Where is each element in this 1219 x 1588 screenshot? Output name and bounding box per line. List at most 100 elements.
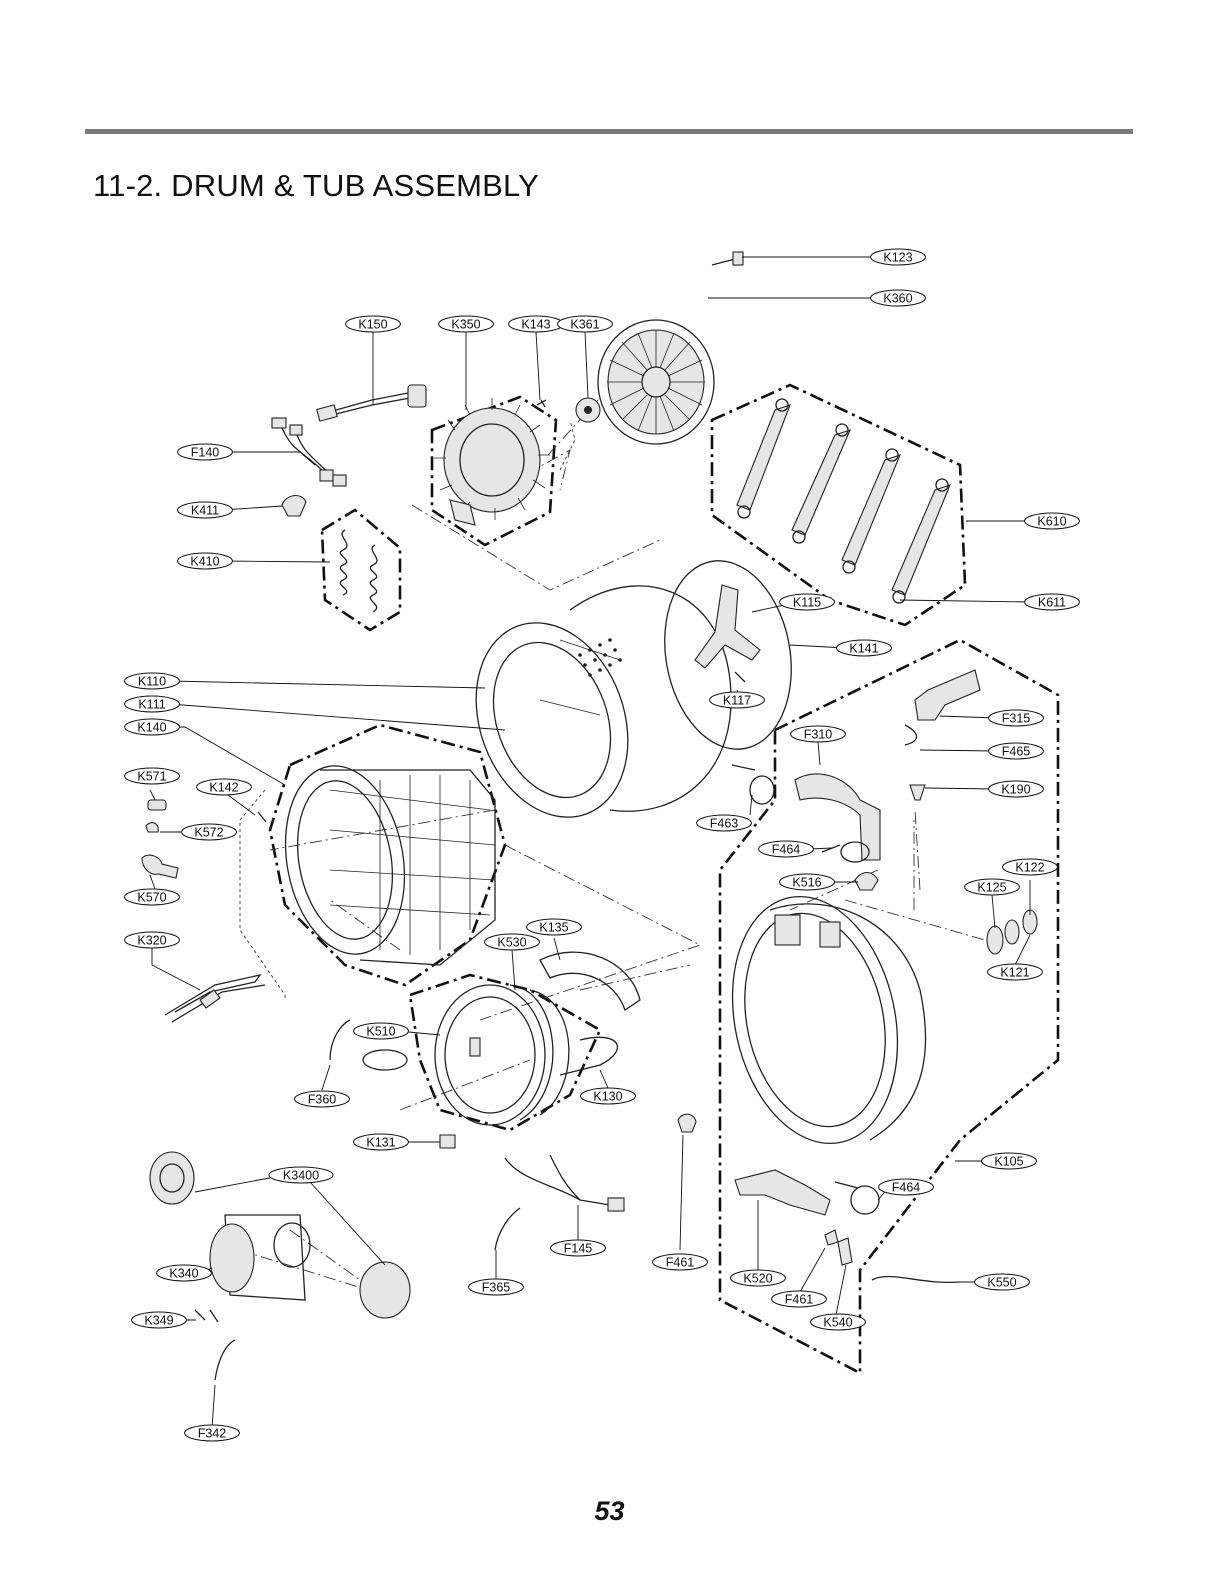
part-label-k340: K340 [156, 1264, 212, 1282]
part-label-f461: F461 [771, 1290, 827, 1308]
part-label-k125: K125 [964, 878, 1020, 896]
part-label-k550: K550 [974, 1273, 1030, 1291]
part-label-text: F464 [892, 1181, 921, 1195]
part-label-f315: F315 [988, 709, 1044, 727]
part-label-k611: K611 [1024, 593, 1080, 611]
part-label-k320: K320 [124, 931, 180, 949]
part-label-text: K131 [366, 1136, 395, 1150]
bolt-drawing [536, 399, 547, 408]
part-label-k140: K140 [124, 718, 180, 736]
drain-pump-drawing [149, 1151, 411, 1323]
part-label-text: K550 [987, 1276, 1016, 1290]
part-label-k540: K540 [810, 1313, 866, 1331]
part-label-text: F360 [308, 1093, 337, 1107]
rear-tub-group-outline [718, 638, 1060, 1376]
part-label-k516: K516 [779, 873, 835, 891]
part-label-k411: K411 [177, 501, 233, 519]
part-label-k131: K131 [353, 1133, 409, 1151]
springs-group-outline [320, 508, 402, 632]
part-label-text: F365 [482, 1281, 511, 1295]
part-label-text: K135 [539, 921, 568, 935]
group-outlines [268, 383, 1060, 1376]
part-label-k3400: K3400 [268, 1166, 334, 1184]
heater-drawing [164, 973, 266, 1023]
part-label-text: K350 [451, 318, 480, 332]
part-label-k141: K141 [836, 639, 892, 657]
rear-tub-drawing [731, 895, 927, 1145]
part-label-k572: K572 [181, 823, 237, 841]
part-label-text: K141 [849, 642, 878, 656]
part-label-k117: K117 [709, 691, 765, 709]
part-label-text: K115 [793, 596, 821, 610]
part-label-text: K121 [1000, 966, 1029, 980]
part-label-k190: K190 [988, 780, 1044, 798]
spider-screw-drawing [734, 671, 746, 683]
header-rule [85, 129, 1133, 134]
part-label-text: K140 [137, 721, 166, 735]
hoses-drawing [731, 669, 981, 891]
clip-drawing [281, 495, 307, 517]
part-label-k142: K142 [196, 778, 252, 796]
part-label-k410: K410 [177, 552, 233, 570]
front-tub-screw-drawing [257, 811, 267, 823]
hub-nut-drawing [575, 397, 601, 423]
gasket-clamp-drawing [559, 1036, 619, 1076]
part-label-k111: K111 [124, 695, 180, 713]
stator-group-outline [430, 395, 558, 547]
suspension-springs-drawing [339, 529, 378, 613]
part-label-f463: F463 [696, 814, 752, 832]
part-label-k130: K130 [580, 1087, 636, 1105]
door-gasket-drawing [362, 951, 641, 1126]
part-label-k571: K571 [124, 767, 180, 785]
part-label-k135: K135 [526, 918, 582, 936]
part-label-text: F464 [772, 843, 801, 857]
part-label-text: F140 [191, 446, 220, 460]
rotor-drawing [597, 319, 715, 445]
part-label-text: K105 [994, 1155, 1023, 1169]
part-label-text: K143 [521, 318, 550, 332]
part-label-text: K340 [169, 1267, 198, 1281]
part-label-k350: K350 [438, 315, 494, 333]
part-label-text: K3400 [283, 1169, 319, 1183]
part-label-text: K611 [1038, 596, 1066, 610]
part-label-text: K130 [593, 1090, 622, 1104]
part-label-k122: K122 [1002, 858, 1058, 876]
spider-and-ring-drawing [664, 560, 792, 750]
part-label-text: F310 [804, 728, 833, 742]
part-label-f140: F140 [177, 443, 233, 461]
part-label-text: K411 [191, 504, 219, 518]
pressure-sensor-drawing [677, 1113, 697, 1133]
part-label-text: K360 [883, 292, 912, 306]
door-lock-screw-drawing [439, 1134, 456, 1149]
wire-harness-drawing [316, 384, 427, 422]
drum-drawing [475, 585, 732, 818]
part-label-text: K570 [137, 891, 166, 905]
front-tub-group-outline [268, 723, 507, 987]
part-label-k570: K570 [124, 888, 180, 906]
part-label-f365: F365 [468, 1278, 524, 1296]
part-label-text: K320 [137, 934, 166, 948]
part-label-text: F461 [666, 1256, 695, 1270]
bearings-drawing [986, 909, 1038, 955]
page-title: 11-2. DRUM & TUB ASSEMBLY [93, 168, 540, 203]
part-label-text: F463 [710, 817, 739, 831]
part-label-text: K410 [190, 555, 219, 569]
part-label-k143: K143 [508, 315, 564, 333]
part-label-text: K110 [138, 675, 166, 689]
part-label-k115: K115 [779, 593, 835, 611]
drain-hoses-drawing [734, 1169, 961, 1284]
part-label-text: F145 [564, 1242, 593, 1256]
part-label-k349: K349 [131, 1311, 187, 1329]
stator-drawing [434, 398, 550, 526]
dampers-group-outline [710, 383, 967, 627]
part-label-text: K361 [570, 318, 599, 332]
part-label-text: F315 [1002, 712, 1031, 726]
part-label-text: K122 [1015, 861, 1044, 875]
ground-wire-drawing [329, 1019, 351, 1061]
page-number: 53 [594, 1496, 625, 1526]
part-label-text: K349 [144, 1314, 173, 1328]
part-label-text: K142 [209, 781, 238, 795]
part-label-text: K610 [1037, 515, 1066, 529]
part-label-k150: K150 [345, 315, 401, 333]
